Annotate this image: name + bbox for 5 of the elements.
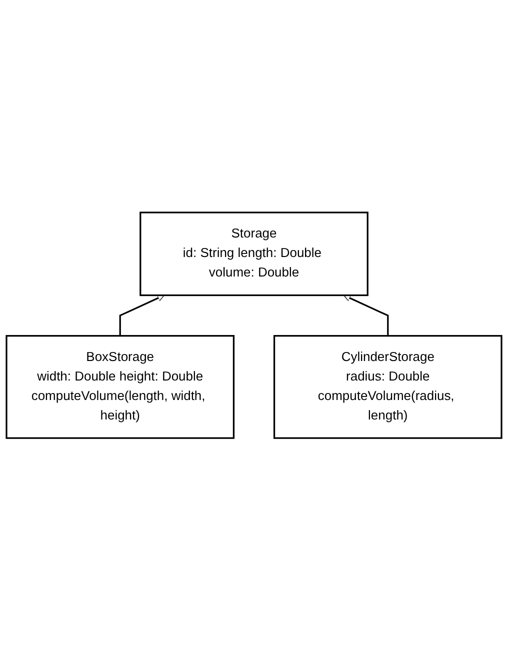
node-box: Storage id: String length: Double volume: Double <box>140 211 368 296</box>
node-box: BoxStorage width: Double height: Double computeVolume(length, width, height) <box>6 334 235 439</box>
node-box: CylinderStorage radius: Double computeVolume(radius, length) <box>273 334 502 439</box>
arrow <box>344 294 389 336</box>
arrow <box>119 294 164 336</box>
